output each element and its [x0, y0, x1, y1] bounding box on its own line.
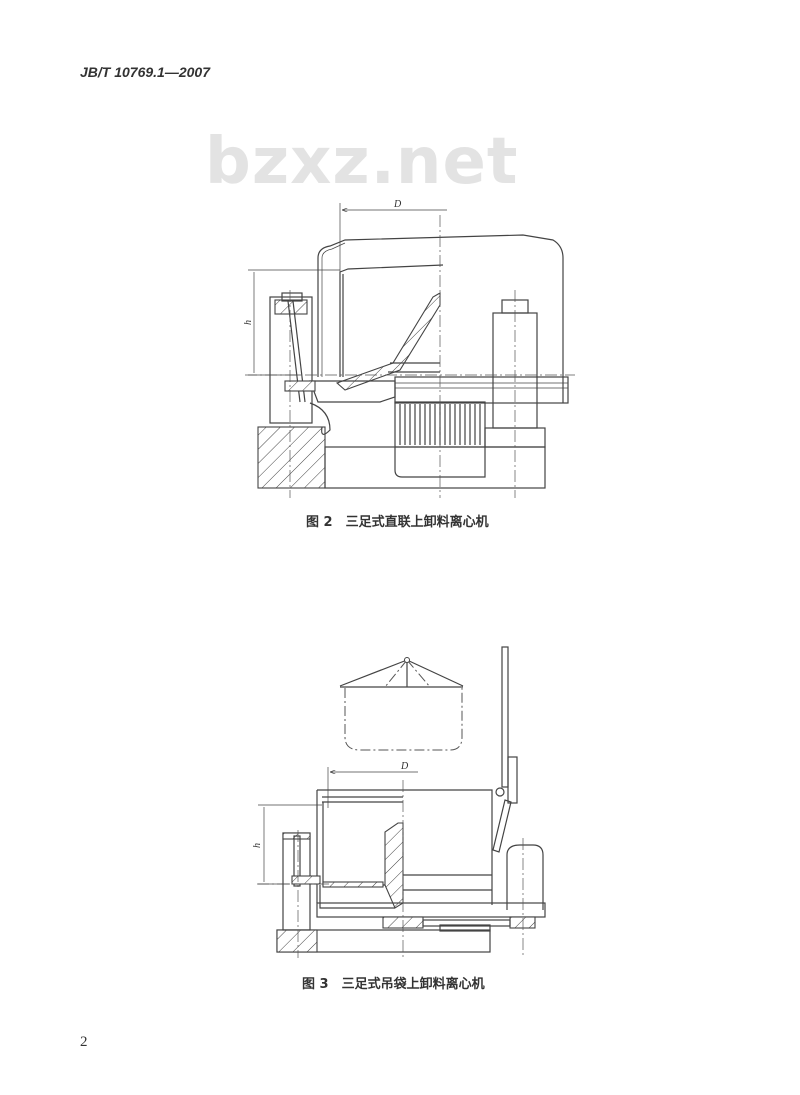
- fig3-casing-line: [319, 885, 395, 909]
- watermark: bzxz.net: [205, 125, 519, 199]
- fig3-casing-line: [322, 881, 384, 888]
- fig2-basket-line: [309, 380, 396, 403]
- fig2-basket: [309, 264, 444, 403]
- figure-3-drawing: D h: [252, 646, 546, 958]
- fig2-d-label: D: [393, 199, 402, 210]
- fig3-lifting-bag-line: [339, 659, 408, 687]
- standard-number-header: JB/T 10769.1—2007: [80, 64, 210, 80]
- fig2-basket-line: [388, 362, 440, 373]
- fig3-casing: [316, 789, 493, 909]
- fig2-foot-bracket-line: [274, 299, 308, 315]
- fig2-foot-bracket-line: [281, 292, 303, 302]
- fig3-lifting-bag-line: [344, 688, 463, 751]
- fig3-base-line: [439, 924, 491, 932]
- fig3-motor: [506, 844, 544, 910]
- fig3-casing-line: [322, 796, 403, 803]
- fig3-d-label: D: [400, 761, 409, 772]
- fig3-lifting-bag-line: [404, 657, 410, 663]
- fig2-casing-line: [321, 242, 346, 377]
- fig2-casing: [317, 234, 569, 404]
- fig3-centerlines: [257, 780, 524, 958]
- fig3-casing-line: [317, 789, 493, 905]
- fig2-casing-line: [317, 234, 564, 403]
- fig3-foot-column: [282, 832, 321, 931]
- fig3-lifting-bag: [339, 657, 464, 751]
- fig2-casing-line: [394, 376, 569, 404]
- page-number: 2: [80, 1034, 88, 1050]
- fig2-foot-bracket-line: [284, 380, 316, 392]
- fig3-lid-lever-line: [495, 787, 505, 797]
- fig3-dimension-d: D: [327, 761, 418, 808]
- fig3-base-line: [276, 929, 318, 953]
- fig3-base: [276, 902, 546, 953]
- fig3-lifting-bag-line: [406, 659, 431, 688]
- fig3-lifting-bag-line: [406, 659, 464, 687]
- fig3-lid-lever-line: [492, 799, 512, 853]
- fig3-motor-line: [506, 844, 544, 910]
- fig2-motor-line: [394, 447, 486, 478]
- fig2-basket-line: [339, 264, 444, 377]
- fig3-lid-lever: [492, 646, 518, 853]
- fig2-dimension-d: D: [339, 199, 447, 272]
- fig2-basket-line: [335, 292, 441, 391]
- figure-2-drawing: D h: [243, 199, 575, 498]
- fig2-dimension-h: h: [243, 269, 340, 376]
- fig3-casing-line: [384, 822, 404, 909]
- figure-2-caption: 图 2 三足式直联上卸料离心机: [306, 515, 489, 530]
- fig2-foot-bracket-line: [309, 402, 331, 435]
- fig3-base-line: [316, 902, 546, 918]
- fig3-base-line: [422, 919, 511, 927]
- fig3-base-line: [509, 916, 536, 929]
- fig3-lifting-bag-line: [384, 659, 408, 688]
- fig3-h-label: h: [252, 843, 263, 848]
- fig3-foot-column-line: [293, 835, 301, 887]
- fig3-lid-lever-line: [507, 756, 518, 804]
- fig3-casing-line: [322, 802, 390, 886]
- fig2-base-line: [324, 446, 546, 489]
- fig3-dimension-h: h: [252, 804, 322, 885]
- fig3-foot-column-line: [291, 875, 321, 885]
- fig2-foot-bracket: [269, 292, 331, 435]
- figure-3-caption: 图 3 三足式吊袋上卸料离心机: [302, 977, 485, 992]
- fig2-base: [257, 426, 546, 489]
- fig3-lid-lever-line: [501, 646, 509, 788]
- fig2-foot-bracket-line: [269, 296, 313, 424]
- fig2-base-line: [257, 426, 326, 489]
- fig2-h-label: h: [243, 320, 254, 325]
